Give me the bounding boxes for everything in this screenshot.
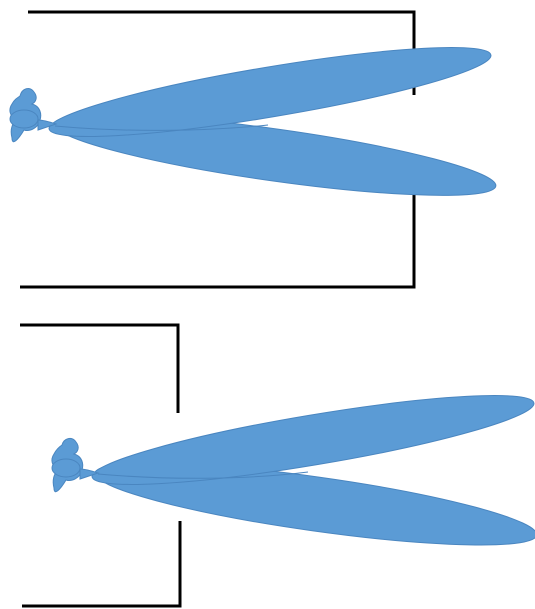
bottom-beam-upper-lobe [91,395,535,485]
top-wall-lower [20,187,416,289]
top-beam-seam [54,124,269,131]
top-head-icon [9,88,58,143]
bottom-beam-seam [97,471,309,479]
top-beam-upper-lobe [48,47,492,137]
bottom-wall-upper [20,323,180,413]
bottom-panel [20,323,535,608]
top-panel [9,10,497,289]
bottom-wall-lower [22,521,182,608]
bottom-head-icon [51,437,100,493]
